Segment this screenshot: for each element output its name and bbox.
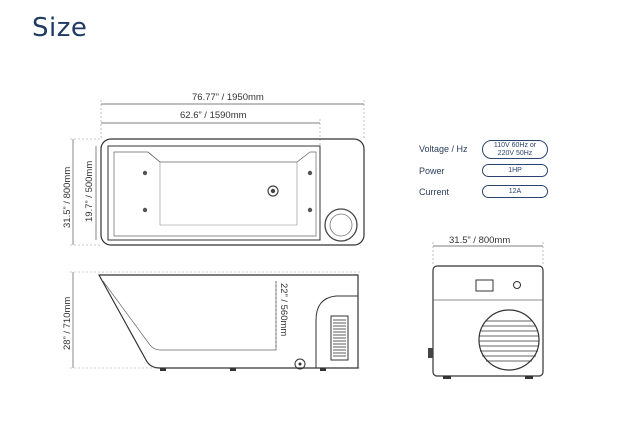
drain-icon	[267, 185, 279, 197]
voltage-label: Voltage / Hz	[419, 144, 468, 154]
top-view	[70, 100, 365, 246]
fan-icon	[294, 358, 306, 370]
inner-width-label: 19.7” / 500mm	[84, 161, 95, 222]
tub-rim-outline	[100, 138, 365, 246]
tub-side-outline	[97, 274, 359, 369]
inner-length-label: 62.6” / 1590mm	[180, 110, 247, 121]
voltage-value-line2: 220V 50Hz	[497, 149, 533, 157]
current-value: 12A	[508, 187, 522, 195]
power-value: 1HP	[508, 166, 522, 174]
page-title: Size	[32, 13, 88, 43]
voltage-value-line1: 110V 60Hz or	[493, 141, 537, 149]
current-value-badge: 12A	[482, 185, 548, 198]
current-label: Current	[419, 187, 450, 197]
pump-housing-outline	[432, 265, 544, 377]
power-value-badge: 1HP	[482, 164, 548, 177]
display-panel	[475, 279, 494, 292]
top-length-label: 76.77” / 1950mm	[192, 92, 264, 103]
power-label: Power	[419, 166, 445, 176]
power-knob-icon	[513, 281, 521, 289]
top-width-label: 31.5” / 800mm	[62, 167, 73, 228]
pump-unit-view	[428, 242, 544, 379]
fan-grille-icon	[478, 309, 540, 371]
side-height-label: 28” / 710mm	[62, 297, 73, 350]
tub-basin-outline	[107, 145, 321, 241]
side-view	[70, 271, 362, 371]
pump-width-label: 31.5” / 800mm	[449, 235, 510, 246]
voltage-value-badge: 110V 60Hz or 220V 50Hz	[482, 140, 548, 159]
control-dial-icon	[324, 208, 358, 242]
inner-depth-label: 22” / 560mm	[278, 283, 289, 336]
